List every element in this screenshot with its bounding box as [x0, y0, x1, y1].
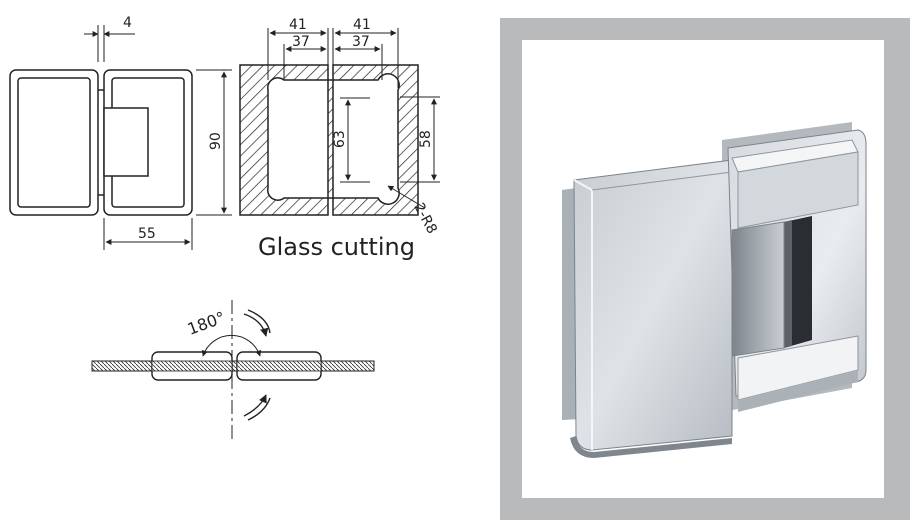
- dim-gap-label: 4: [123, 15, 132, 31]
- dim-height-label: 90: [208, 132, 224, 150]
- dim-cut-inner-left: 37: [292, 34, 310, 50]
- dim-cut-inner-right: 37: [352, 34, 370, 50]
- dim-height: [196, 69, 232, 216]
- dim-cut-widths: [267, 28, 399, 88]
- hinge-photo-illustration: [562, 122, 867, 458]
- dim-cut-height-right: [400, 96, 440, 183]
- dim-cut-outer-right: 41: [353, 17, 371, 33]
- glass-cutting-view: [239, 64, 419, 216]
- product-photo: [522, 40, 884, 498]
- dim-leaf-width-label: 55: [138, 226, 156, 242]
- hinge-front-view: [9, 69, 193, 216]
- dim-cut-height: [340, 97, 370, 183]
- dim-cut-height-right-label: 58: [418, 130, 434, 148]
- dim-radius-label: 2-R8: [410, 200, 439, 236]
- rotation-angle-label: 180°: [185, 308, 228, 339]
- dim-cut-height-label: 63: [332, 130, 348, 148]
- dim-cut-outer-left: 41: [289, 17, 307, 33]
- product-photo-frame: [500, 18, 910, 520]
- glass-cutting-caption: Glass cutting: [258, 233, 415, 261]
- technical-drawing: 4 90 55 41 41 37 37 63: [9, 15, 440, 442]
- dim-leaf-width: [103, 218, 193, 250]
- dim-gap: [84, 25, 135, 62]
- dim-radius: [387, 185, 426, 209]
- rotation-view: [91, 300, 375, 442]
